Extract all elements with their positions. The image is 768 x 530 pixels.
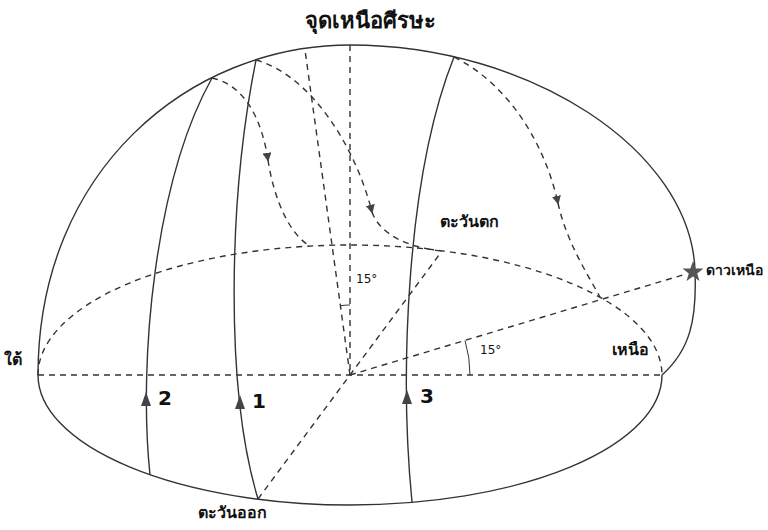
arrow-head [141, 392, 151, 406]
zenith-label: จุดเหนือศีรษะ [305, 8, 436, 34]
direction-label: ตะวันตก [440, 212, 499, 231]
arrow-head [402, 390, 412, 404]
star-path-back [454, 57, 558, 203]
star-path-back [256, 60, 372, 212]
angle-label: 15° [354, 272, 379, 286]
callout-number: 1 [252, 389, 266, 413]
direction-label: ตะวันออก [198, 503, 267, 522]
zenith-line [349, 45, 350, 375]
star-label: ดาวเหนือ [706, 262, 763, 279]
direction-label: ใต้ [4, 350, 22, 369]
angle-label: 15° [478, 343, 503, 357]
star-path-back [212, 78, 268, 160]
polaris-line [350, 274, 686, 375]
callout-number: 2 [158, 386, 172, 410]
angle-arc [340, 305, 350, 307]
angle-arc [465, 340, 470, 375]
tilted-line [305, 50, 350, 375]
arrow-head [235, 395, 245, 409]
polaris-star [683, 261, 704, 281]
direction-label: เหนือ [612, 340, 649, 359]
star-path [234, 60, 258, 499]
star-path-back [268, 160, 310, 246]
star-path [407, 57, 454, 502]
callout-number: 3 [420, 384, 434, 408]
horizon-front [38, 375, 662, 505]
star-path-back [558, 203, 600, 297]
sky-dome [38, 45, 695, 375]
star-path-back [372, 212, 442, 251]
star-path [146, 78, 212, 475]
